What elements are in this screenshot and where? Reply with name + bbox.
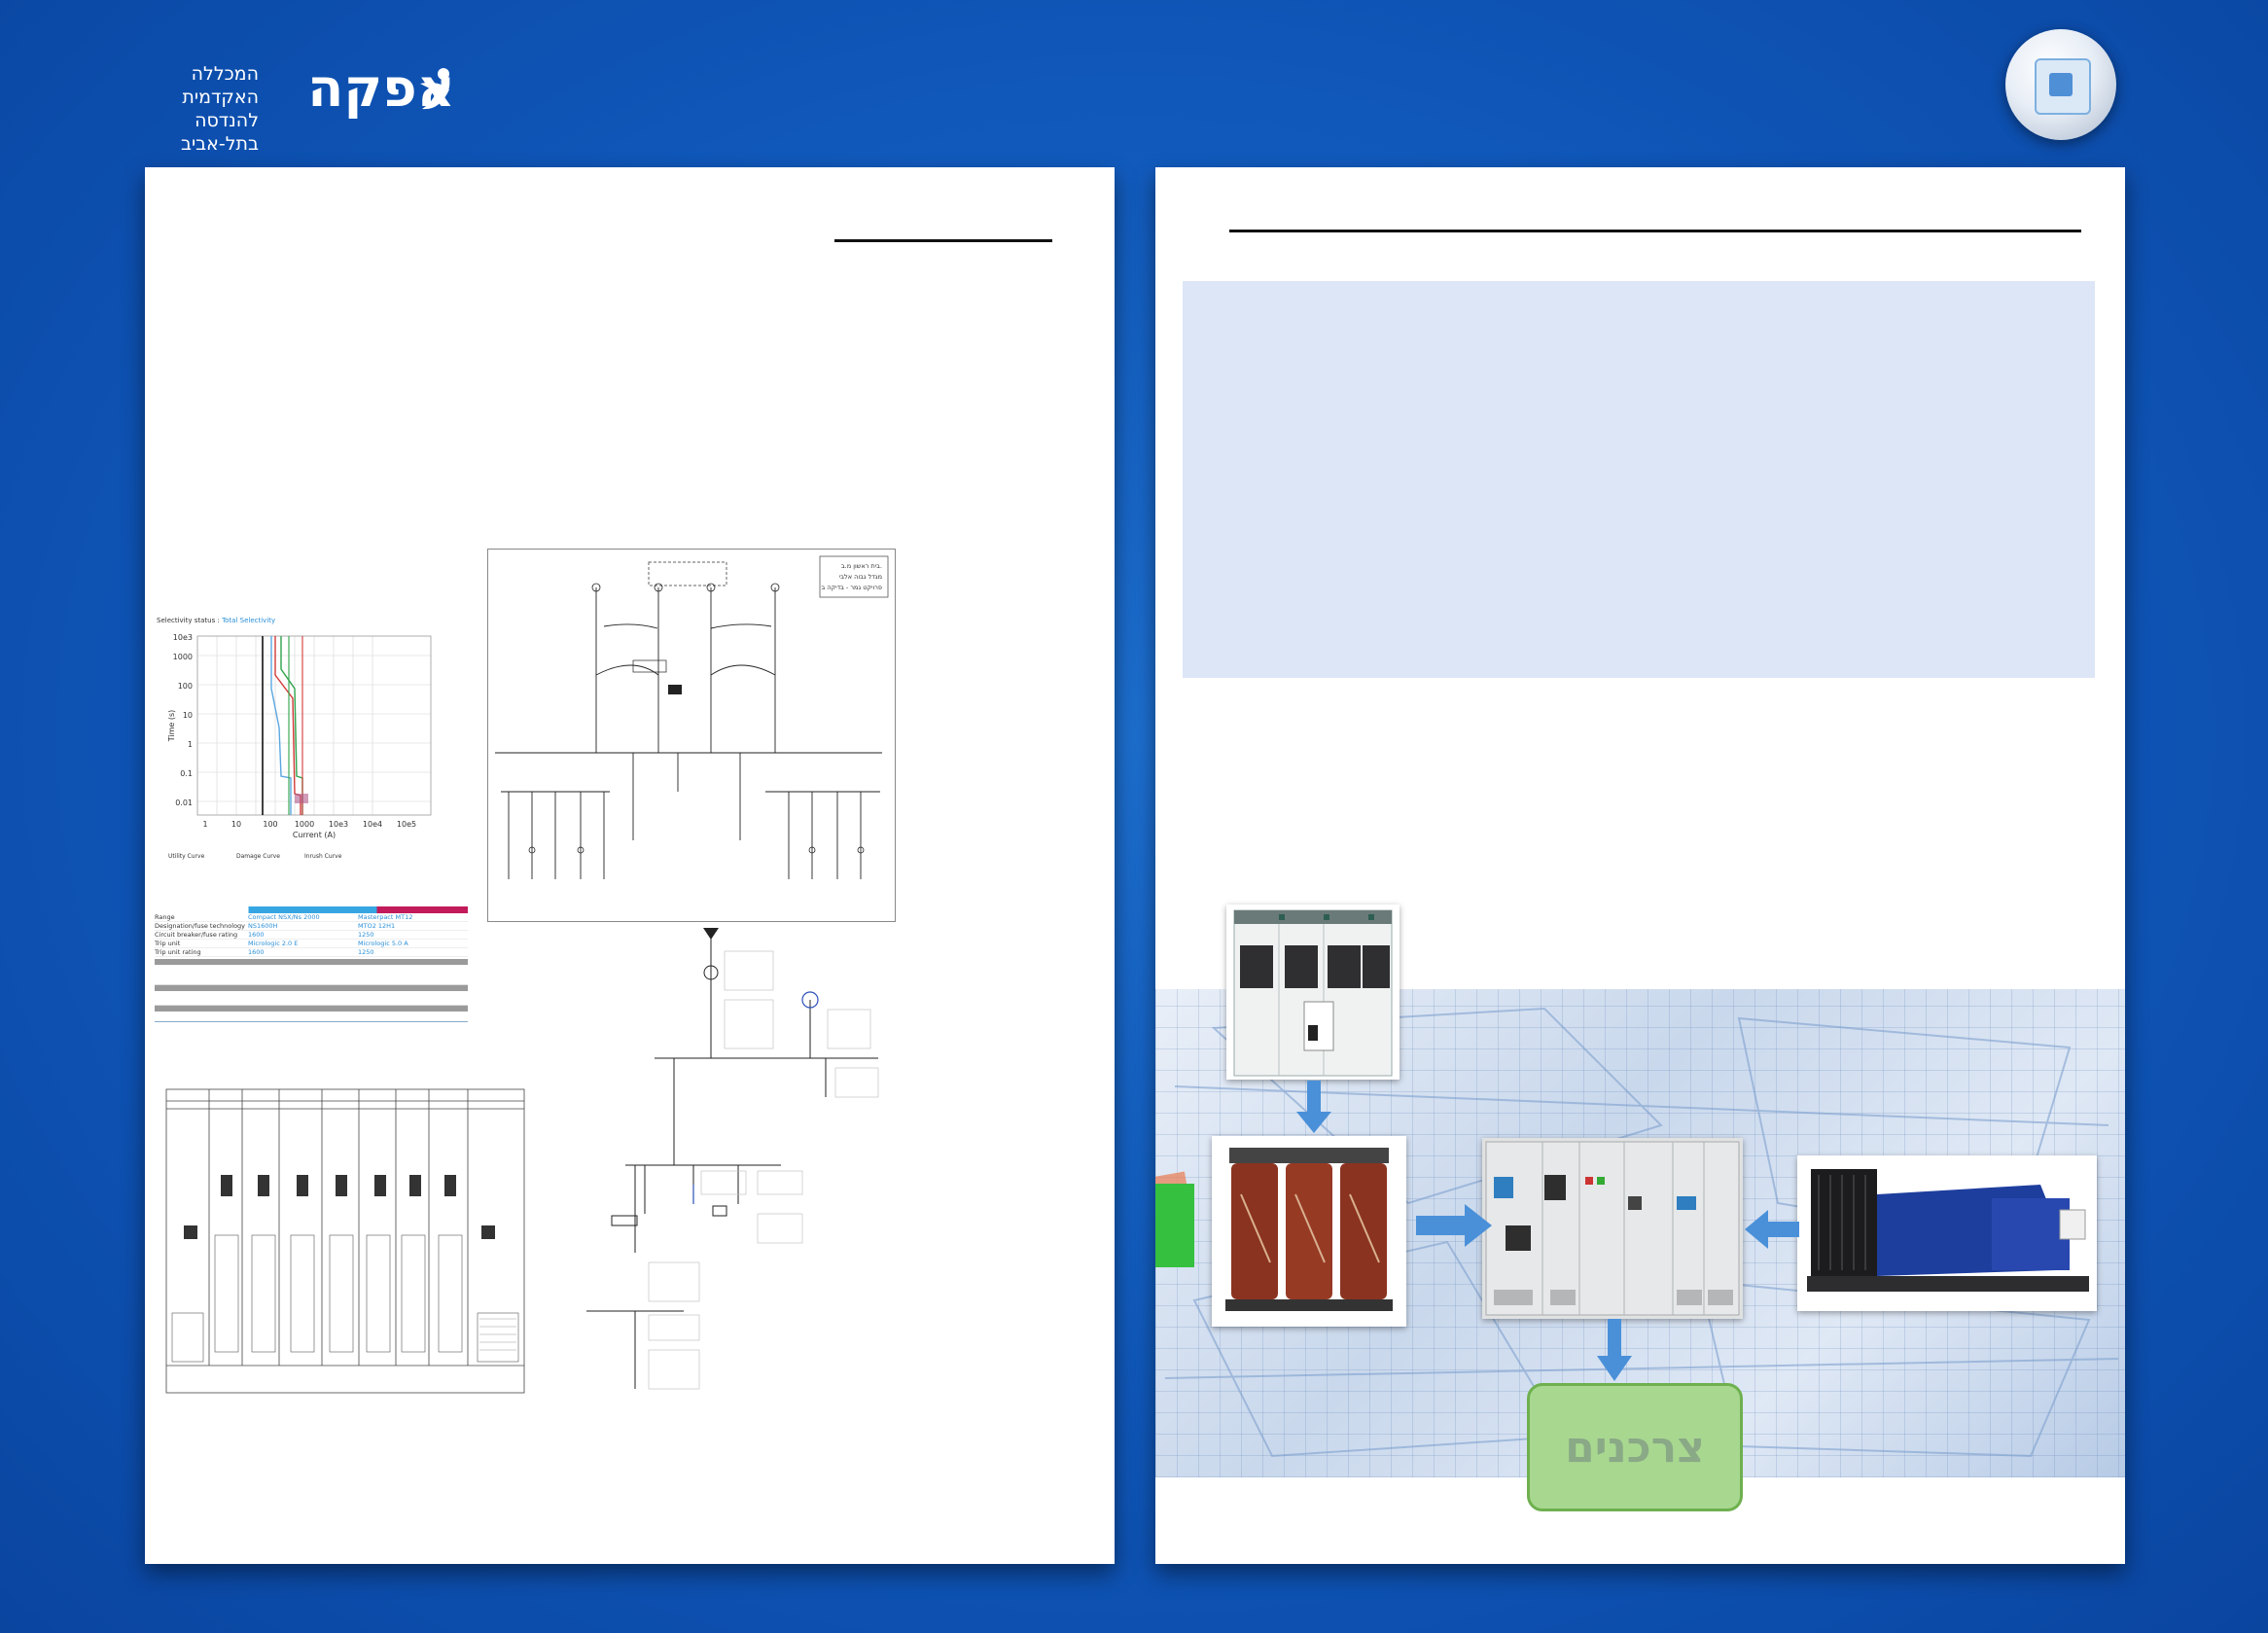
generator-photo — [1797, 1155, 2097, 1311]
settings-cell: Masterpact MT12 — [358, 913, 413, 921]
time-current-curve: 10e3 1000 100 10 1 0.1 0.01 1 10 100 100… — [167, 633, 432, 860]
settings-cell: Compact NSX/Ns 2000 — [248, 913, 320, 921]
logo-subtitle: המכללה האקדמית להנדסה בתל-אביב — [144, 62, 259, 156]
legend-damage: Damage Curve — [236, 853, 280, 860]
settings-cell: Trip unit — [155, 940, 181, 947]
svg-text:100: 100 — [263, 820, 277, 829]
settings-row: Trip unit rating 1600 1250 — [155, 948, 468, 957]
svg-text:0.1: 0.1 — [180, 769, 193, 778]
flow-arrow-left-1 — [1745, 1210, 1799, 1249]
schematic-title-1: בית ראשון מ.ב. — [841, 562, 882, 570]
settings-cell: 1250 — [358, 948, 374, 956]
settings-cell: Range — [155, 913, 175, 921]
svg-text:10e5: 10e5 — [397, 820, 416, 829]
svg-text:10e4: 10e4 — [363, 820, 382, 829]
svg-text:0.01: 0.01 — [175, 799, 193, 807]
curve-blue — [270, 636, 292, 815]
title-underline — [1229, 230, 2081, 232]
settings-cell: Designation/fuse technology — [155, 922, 246, 930]
settings-divider-3 — [155, 1006, 468, 1012]
department-emblem — [2005, 29, 2116, 140]
curve-yticks: 10e3 1000 100 10 1 0.1 0.01 — [173, 633, 193, 807]
curve-ylabel: Time (s) — [167, 710, 176, 743]
svg-text:10: 10 — [183, 711, 193, 720]
settings-cell: 1600 — [248, 931, 265, 939]
switchgear-drawing — [165, 1088, 525, 1394]
settings-cell: 1600 — [248, 948, 265, 956]
svg-text:1000: 1000 — [295, 820, 314, 829]
blueprint-lines — [1155, 1007, 2119, 1458]
settings-cell: Trip unit rating — [155, 948, 201, 956]
settings-filler-3 — [155, 1012, 468, 1022]
settings-row: Trip unit Micrologic 2.0 E Micrologic 5.0 … — [155, 940, 468, 948]
svg-text:10: 10 — [231, 820, 241, 829]
title-underline — [834, 239, 1052, 242]
single-line-diagram: בית ראשון מ.ב. מגדל גבוה אלבי פרויקט גמר… — [487, 549, 896, 922]
selectivity-status: Selectivity status : Total Selectivity — [157, 617, 275, 624]
settings-filler-2 — [155, 991, 468, 1006]
legend-utility: Utility Curve — [168, 853, 205, 860]
network-diagram — [586, 928, 879, 1390]
curve-grid — [197, 636, 431, 815]
logo-sub-line2: להנדסה בתל-אביב — [180, 110, 259, 155]
schematic-title-3: פרויקט גמר - בדיקה ב — [821, 584, 882, 591]
transformer-photo — [1212, 1136, 1406, 1327]
svg-text:1000: 1000 — [173, 653, 193, 661]
settings-cell: NS1600H — [248, 922, 278, 930]
right-slide-panel: צרכנים — [1155, 167, 2125, 1564]
curve-damage-zone — [295, 794, 308, 803]
settings-divider-1 — [155, 959, 468, 965]
consumers-box: צרכנים — [1527, 1383, 1743, 1511]
settings-cell: Micrologic 5.0 A — [358, 940, 408, 947]
settings-row: Circuit breaker/fuse rating 1600 1250 — [155, 931, 468, 940]
flow-arrow-down-1 — [1296, 1081, 1331, 1133]
curve-xlabel: Current (A) — [293, 831, 336, 839]
svg-text:10e3: 10e3 — [173, 633, 193, 642]
chip-icon — [2035, 58, 2091, 115]
settings-cell: Micrologic 2.0 E — [248, 940, 299, 947]
svg-text:10e3: 10e3 — [329, 820, 348, 829]
svg-text:1: 1 — [202, 820, 207, 829]
antenna-icon — [703, 928, 719, 940]
settings-divider-2 — [155, 985, 468, 991]
main-switchboard-photo — [1482, 1138, 1743, 1319]
settings-cell: MTO2 12H1 — [358, 922, 396, 930]
logo-mark-icon — [420, 68, 449, 110]
settings-header-bar — [155, 906, 468, 913]
legend-inrush: Inrush Curve — [304, 853, 342, 860]
svg-text:100: 100 — [178, 682, 193, 691]
selectivity-value: Total Selectivity — [222, 617, 276, 624]
flow-arrow-right-1 — [1416, 1204, 1492, 1247]
settings-cell: 1250 — [358, 931, 374, 939]
curve-green — [280, 636, 303, 815]
curve-xticks: 1 10 100 1000 10e3 10e4 10e5 — [202, 820, 416, 829]
logo-sub-line1: המכללה האקדמית — [182, 63, 259, 108]
left-slide-panel: Selectivity status : Total Selectivity 1… — [145, 167, 1115, 1564]
flow-arrow-down-2 — [1597, 1319, 1632, 1381]
settings-cell: Circuit breaker/fuse rating — [155, 931, 238, 939]
settings-row: Range Compact NSX/Ns 2000 Masterpact MT12 — [155, 913, 468, 922]
selectivity-label: Selectivity status : — [157, 617, 223, 624]
college-logo: אפקה המכללה האקדמית להנדסה בתל-אביב — [144, 58, 455, 156]
settings-filler-1 — [155, 965, 468, 985]
svg-text:1: 1 — [188, 740, 193, 749]
text-placeholder-box — [1183, 281, 2095, 678]
schematic-title-2: מגדל גבוה אלבי — [839, 573, 882, 581]
mv-switchgear-photo — [1226, 905, 1400, 1080]
